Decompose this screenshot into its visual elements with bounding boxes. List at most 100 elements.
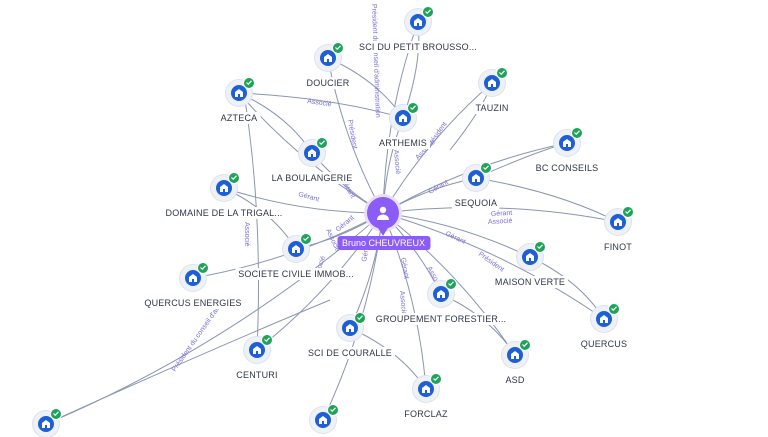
edge-label: Gérant: [297, 191, 320, 203]
company-building-icon: [522, 249, 538, 265]
company-badge[interactable]: [517, 241, 546, 270]
edge-label: Gérant: [444, 230, 466, 245]
company-node-quercus-energies[interactable]: QUERCUS ENERGIES: [133, 262, 253, 309]
company-label[interactable]: LA BOULANGERIE: [268, 172, 356, 184]
company-badge[interactable]: [337, 312, 366, 341]
edge-centuri: [256, 212, 384, 351]
check-icon: [622, 206, 634, 218]
company-label[interactable]: DOMAINE DE LA TRIGAL...: [162, 207, 286, 219]
company-building-icon: [484, 75, 500, 91]
company-building-icon: [38, 416, 54, 432]
edge-domaine-trigal: [223, 187, 384, 214]
company-badge[interactable]: [428, 278, 457, 307]
company-building-icon: [288, 241, 304, 257]
company-node-azteca[interactable]: AZTECA: [179, 77, 299, 124]
company-building-icon: [433, 286, 449, 302]
company-node-sequoia[interactable]: SEQUOIA: [416, 162, 536, 209]
company-node-societe-civile-immob[interactable]: SOCIETE CIVILE IMMOB...: [235, 233, 357, 280]
check-icon: [50, 408, 62, 420]
company-node-groupement-forestier[interactable]: GROUPEMENT FORESTIER...: [372, 278, 510, 325]
edge-label: Associé: [307, 98, 332, 108]
check-icon: [261, 334, 273, 346]
company-label[interactable]: GROUPEMENT FORESTIER...: [372, 313, 510, 325]
company-badge[interactable]: [180, 262, 209, 291]
company-badge[interactable]: [33, 408, 62, 437]
company-label[interactable]: DOUCIER: [303, 77, 353, 89]
company-badge[interactable]: [591, 303, 620, 332]
company-badge[interactable]: [283, 233, 312, 262]
company-badge[interactable]: [315, 42, 344, 71]
company-building-icon: [315, 412, 331, 428]
check-icon: [327, 404, 339, 416]
company-node-quercus[interactable]: QUERCUS: [544, 303, 664, 350]
check-icon: [243, 77, 255, 89]
company-label[interactable]: BC CONSEILS: [532, 162, 602, 174]
company-label[interactable]: ARTHEMIS: [376, 137, 430, 149]
check-icon: [480, 162, 492, 174]
edge-label: Gérant: [335, 214, 356, 233]
company-building-icon: [559, 135, 575, 151]
company-label[interactable]: FINOT: [601, 241, 635, 253]
company-node-domaine-trigal[interactable]: DOMAINE DE LA TRIGAL...: [162, 172, 286, 219]
company-building-icon: [304, 145, 320, 161]
company-label[interactable]: SCI DU PETIT BROUSSO...: [356, 41, 480, 53]
person-pin[interactable]: [367, 197, 399, 236]
company-badge[interactable]: [463, 162, 492, 191]
company-badge[interactable]: [405, 6, 434, 35]
company-node-finot[interactable]: FINOT: [558, 206, 678, 253]
edge-link-3: [244, 99, 259, 351]
company-node-arthemis[interactable]: ARTHEMIS: [343, 102, 463, 149]
company-badge[interactable]: [310, 404, 339, 433]
edge-link-0: [238, 92, 404, 119]
company-building-icon: [410, 14, 426, 30]
company-badge[interactable]: [211, 172, 240, 201]
company-node-sci-de-couralle[interactable]: SCI DE COURALLE: [290, 312, 410, 359]
edge-doucier: [327, 57, 384, 214]
center-person-node[interactable]: Bruno CHEUVREUX: [336, 197, 431, 250]
company-label[interactable]: QUERCUS: [577, 338, 631, 350]
company-label[interactable]: TAUZIN: [472, 102, 512, 114]
check-icon: [608, 303, 620, 315]
company-building-icon: [418, 381, 434, 397]
company-badge[interactable]: [554, 127, 583, 156]
company-badge[interactable]: [299, 137, 328, 166]
company-node-la-boulangerie[interactable]: LA BOULANGERIE: [252, 137, 372, 184]
company-label[interactable]: FORCLAZ: [401, 408, 451, 420]
company-building-icon: [185, 270, 201, 286]
check-icon: [571, 127, 583, 139]
company-node-sci-petit-brousso[interactable]: SCI DU PETIT BROUSSO...: [356, 6, 480, 53]
company-label[interactable]: CENTURI: [233, 369, 281, 381]
company-node-bottom-mid[interactable]: [263, 404, 383, 433]
company-badge[interactable]: [502, 339, 531, 368]
company-label[interactable]: MAISON VERTE: [491, 276, 569, 288]
company-badge[interactable]: [390, 102, 419, 131]
company-label[interactable]: QUERCUS ENERGIES: [141, 297, 245, 309]
edge-link-4: [45, 299, 331, 425]
edge-label: Associé: [488, 218, 513, 226]
company-node-forclaz[interactable]: FORCLAZ: [366, 373, 486, 420]
company-node-bc-conseils[interactable]: BC CONSEILS: [507, 127, 627, 174]
company-label[interactable]: SEQUOIA: [451, 197, 501, 209]
check-icon: [422, 6, 434, 18]
company-badge[interactable]: [605, 206, 634, 235]
company-node-doucier[interactable]: DOUCIER: [268, 42, 388, 89]
check-icon: [445, 278, 457, 290]
company-node-asd[interactable]: ASD: [455, 339, 575, 386]
company-label[interactable]: SOCIETE CIVILE IMMOB...: [235, 268, 357, 280]
company-label[interactable]: SCI DE COURALLE: [304, 347, 396, 359]
check-icon: [496, 67, 508, 79]
check-icon: [519, 339, 531, 351]
company-node-centuri[interactable]: CENTURI: [197, 334, 317, 381]
edge-link-6: [475, 177, 619, 223]
center-person-label[interactable]: Bruno CHEUVREUX: [336, 236, 431, 250]
company-node-maison-verte[interactable]: MAISON VERTE: [470, 241, 590, 288]
company-badge[interactable]: [226, 77, 255, 106]
company-badge[interactable]: [479, 67, 508, 96]
company-node-bottom-left[interactable]: [0, 408, 106, 437]
check-icon: [332, 42, 344, 54]
company-node-tauzin[interactable]: TAUZIN: [432, 67, 552, 114]
company-badge[interactable]: [244, 334, 273, 363]
company-label[interactable]: ASD: [502, 374, 528, 386]
company-badge[interactable]: [413, 373, 442, 402]
company-label[interactable]: AZTECA: [217, 112, 261, 124]
